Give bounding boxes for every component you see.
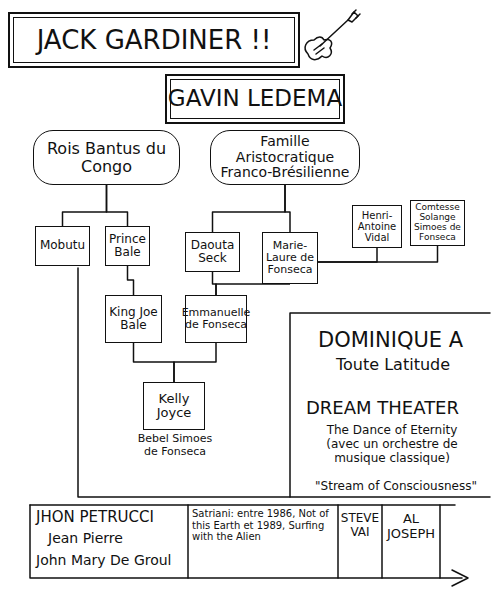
- note-text: DOMINIQUE A: [318, 328, 488, 352]
- node-label: Comtesse Solange Simoes de Fonseca: [411, 203, 464, 243]
- band-divider: [439, 505, 441, 578]
- family-connector: [174, 343, 216, 382]
- note-text: AL JOSEPH: [384, 512, 438, 542]
- note-text: "Stream of Consciousness": [306, 480, 486, 494]
- note-text: DREAM THEATER: [306, 398, 486, 419]
- title-box: JACK GARDINER !!: [8, 12, 300, 68]
- person-box: Mobutu: [35, 226, 90, 266]
- note-text: STEVE VAI: [340, 512, 380, 540]
- guitar-drawing: [305, 10, 360, 60]
- node-label: Mobutu: [40, 239, 85, 252]
- node-label: King Joe Bale: [106, 306, 161, 332]
- person-box: Daouta Seck: [185, 232, 240, 272]
- family-connector: [318, 246, 438, 262]
- node-label: Rois Bantus du Congo: [34, 140, 179, 175]
- origin-box: Famille Aristocratique Franco-Brésilienn…: [210, 130, 360, 185]
- node-label: Henri-Antoine Vidal: [353, 210, 401, 243]
- note-text: The Dance of Eternity (avec un orchestre…: [312, 424, 472, 465]
- note-text: John Mary De Groul: [36, 552, 186, 568]
- person-box: Emmanuelle de Fonseca: [185, 295, 247, 343]
- person-box: King Joe Bale: [105, 295, 162, 343]
- node-label: Marie-Laure de Fonseca: [263, 240, 317, 276]
- person-box: Marie-Laure de Fonseca: [262, 232, 318, 284]
- node-label: Daouta Seck: [186, 239, 239, 265]
- person-box: Prince Bale: [105, 226, 150, 266]
- note-text: Toute Latitude: [336, 356, 486, 374]
- frame-line: [78, 268, 490, 497]
- node-label: Famille Aristocratique Franco-Brésilienn…: [211, 134, 359, 180]
- person-box: Kelly JoyceBebel Simoes de Fonseca: [143, 382, 205, 430]
- family-connector: [128, 266, 134, 295]
- person-subtitle: Bebel Simoes de Fonseca: [130, 433, 220, 458]
- name-box: GAVIN LEDEMA: [165, 74, 345, 124]
- person-box: Henri-Antoine Vidal: [352, 205, 402, 248]
- band-arrowhead: [452, 570, 468, 586]
- family-connector: [213, 185, 286, 232]
- band-line: [30, 504, 455, 506]
- node-label: Kelly Joyce: [144, 392, 204, 421]
- node-label: JACK GARDINER !!: [37, 26, 272, 55]
- note-text: Satriani: entre 1986, Not of this Earth …: [192, 508, 336, 543]
- band-divider: [337, 505, 339, 578]
- family-connector: [318, 248, 377, 262]
- family-connector: [63, 185, 107, 226]
- person-box: Comtesse Solange Simoes de Fonseca: [410, 200, 465, 246]
- node-label: Emmanuelle de Fonseca: [182, 307, 251, 331]
- band-divider: [187, 505, 189, 578]
- family-connector: [134, 343, 175, 382]
- note-text: Jean Pierre: [48, 530, 186, 546]
- family-connector: [285, 185, 290, 232]
- frame-line: [290, 313, 490, 497]
- node-label: Prince Bale: [106, 233, 149, 259]
- band-divider: [381, 505, 383, 578]
- note-text: JHON PETRUCCI: [36, 509, 186, 526]
- family-connector: [216, 284, 290, 295]
- node-label: GAVIN LEDEMA: [168, 86, 342, 111]
- family-connector: [107, 185, 128, 226]
- origin-box: Rois Bantus du Congo: [33, 130, 180, 185]
- band-line: [30, 505, 462, 578]
